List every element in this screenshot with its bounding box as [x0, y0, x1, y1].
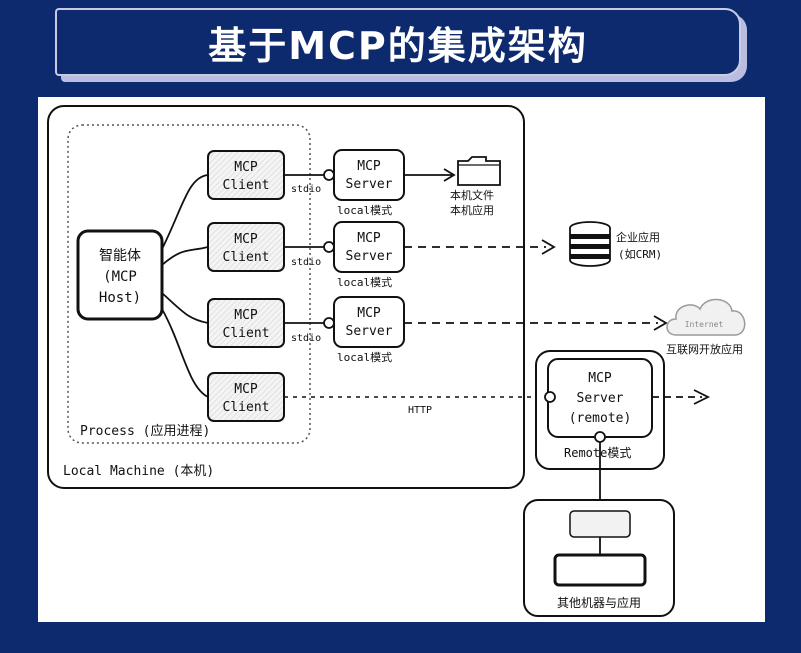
remote-server-line-2: Server — [577, 391, 624, 406]
server-3-line-1: MCP — [357, 306, 381, 321]
diagram-canvas: Local Machine (本机) Process (应用进程) 智能体 (M… — [38, 97, 765, 622]
process-box — [67, 124, 311, 444]
client-4: MCP Client — [207, 372, 285, 422]
host-line-3: Host) — [99, 290, 141, 306]
client-2-line-1: MCP — [234, 232, 258, 247]
port-icon — [594, 431, 606, 443]
port-icon — [544, 391, 556, 403]
cloud-text: Internet — [685, 320, 724, 329]
client-1-line-2: Client — [223, 178, 270, 193]
slide-title: 基于MCP的集成架构 — [208, 23, 588, 68]
server-3-mode: local模式 — [337, 351, 392, 364]
enterprise-link — [404, 239, 556, 255]
port-icon — [323, 169, 335, 181]
server-3-line-2: Server — [346, 324, 393, 339]
remote-server-line-1: MCP — [588, 371, 612, 386]
local-files-line-2: 本机应用 — [450, 203, 494, 217]
other-machines: 其他机器与应用 — [523, 499, 675, 617]
other-machines-label: 其他机器与应用 — [557, 595, 641, 610]
stdio-label-3: stdio — [291, 333, 321, 344]
client-3-line-2: Client — [223, 326, 270, 341]
server-1-mode: local模式 — [337, 204, 392, 217]
local-machine-label: Local Machine (本机) — [63, 464, 214, 479]
host-line-2: (MCP — [103, 269, 137, 285]
remote-server: MCP Server (remote) Remote模式 — [535, 350, 665, 470]
process-label: Process (应用进程) — [80, 423, 210, 439]
server-2-line-1: MCP — [357, 231, 381, 246]
enterprise-line-2: (如CRM) — [618, 247, 662, 261]
stdio-links — [284, 174, 324, 324]
server-1-line-1: MCP — [357, 159, 381, 174]
local-files-link — [404, 168, 456, 182]
port-icon — [323, 317, 335, 329]
server-2: MCP Server local模式 — [333, 221, 405, 289]
client-2-line-2: Client — [223, 250, 270, 265]
stdio-label-2: stdio — [291, 257, 321, 268]
server-2-mode: local模式 — [337, 276, 392, 289]
client-2: MCP Client — [207, 222, 285, 272]
architecture-diagram: Local Machine (本机) Process (应用进程) 智能体 (M… — [47, 105, 746, 617]
host-line-1: 智能体 — [99, 248, 141, 264]
local-machine-box — [47, 105, 525, 489]
title-banner: 基于MCP的集成架构 — [55, 8, 741, 76]
server-1: MCP Server local模式 — [333, 149, 405, 217]
remote-server-line-3: (remote) — [569, 411, 632, 426]
server-2-line-2: Server — [346, 249, 393, 264]
remote-outbound-link — [652, 389, 711, 405]
client-1: MCP Client — [207, 150, 285, 200]
remote-server-mode: Remote模式 — [564, 446, 631, 460]
folder-icon — [457, 156, 501, 186]
local-files-line-1: 本机文件 — [450, 188, 494, 202]
server-1-line-2: Server — [346, 177, 393, 192]
enterprise-line-1: 企业应用 — [616, 230, 660, 244]
cloud-icon: Internet — [666, 298, 746, 336]
client-4-line-1: MCP — [234, 382, 258, 397]
client-3-line-1: MCP — [234, 308, 258, 323]
client-3: MCP Client — [207, 298, 285, 348]
host-client-links — [161, 174, 209, 398]
http-label: HTTP — [408, 405, 432, 416]
stdio-label-1: stdio — [291, 184, 321, 195]
client-4-line-2: Client — [223, 400, 270, 415]
agent-host: 智能体 (MCP Host) — [76, 229, 164, 321]
port-icon — [323, 241, 335, 253]
server-3: MCP Server local模式 — [333, 296, 405, 364]
database-icon — [569, 221, 611, 267]
internet-link — [404, 315, 668, 331]
client-1-line-1: MCP — [234, 160, 258, 175]
internet-label: 互联网开放应用 — [666, 342, 743, 356]
